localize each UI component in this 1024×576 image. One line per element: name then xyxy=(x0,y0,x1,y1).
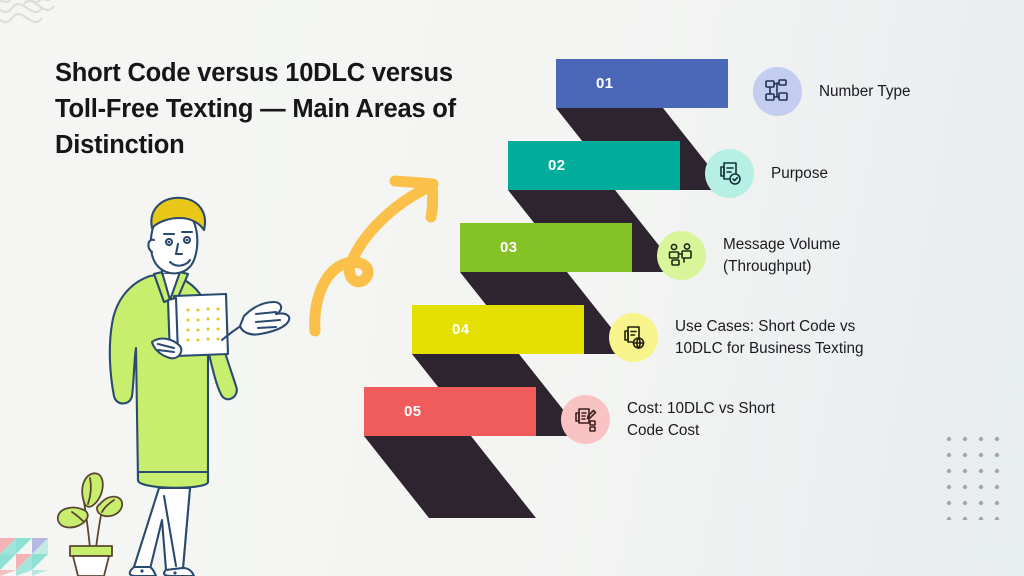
step-label-row-04: Use Cases: Short Code vs 10DLC for Busin… xyxy=(609,313,863,362)
page-title: Short Code versus 10DLC versus Toll-Free… xyxy=(55,59,456,159)
step-number-01: 01 xyxy=(596,75,614,92)
ribbon-band-05 xyxy=(364,387,536,436)
step-number-04: 04 xyxy=(452,321,470,338)
step-label-01: Number Type xyxy=(819,82,911,100)
ribbon-band-03 xyxy=(460,223,632,272)
step-label-05: Cost: 10DLC vs Short Code Cost xyxy=(627,399,775,439)
step-label-02: Purpose xyxy=(771,164,828,182)
step-icon-bubble-02 xyxy=(705,149,754,198)
ribbon-band-04 xyxy=(412,305,584,354)
ribbon-bands xyxy=(364,59,728,436)
document-edit-icon xyxy=(575,408,597,432)
sitemap-icon xyxy=(765,79,788,101)
step-label-04: Use Cases: Short Code vs 10DLC for Busin… xyxy=(675,317,864,357)
step-icon-bubble-01 xyxy=(753,67,802,116)
document-check-icon xyxy=(720,162,741,185)
step-icon-bubble-03 xyxy=(657,231,706,280)
document-globe-icon xyxy=(624,326,645,349)
step-label-03: Message Volume (Throughput) xyxy=(723,235,841,275)
curved-arrow-icon xyxy=(309,175,439,337)
step-label-row-03: Message Volume (Throughput) xyxy=(657,231,840,280)
step-label-row-02: Purpose xyxy=(705,149,828,198)
ribbon-band-02 xyxy=(508,141,680,190)
step-number-05: 05 xyxy=(404,403,422,420)
step-number-03: 03 xyxy=(500,239,518,256)
step-icon-bubble-04 xyxy=(609,313,658,362)
step-number-02: 02 xyxy=(548,157,566,174)
presenter-illustration xyxy=(108,196,291,576)
potted-plant-illustration xyxy=(57,472,123,576)
ribbon-band-01 xyxy=(556,59,728,108)
people-chat-icon xyxy=(668,243,692,266)
step-icon-bubble-05 xyxy=(561,395,610,444)
step-label-row-01: Number Type xyxy=(753,67,911,116)
step-label-row-05: Cost: 10DLC vs Short Code Cost xyxy=(561,395,775,444)
